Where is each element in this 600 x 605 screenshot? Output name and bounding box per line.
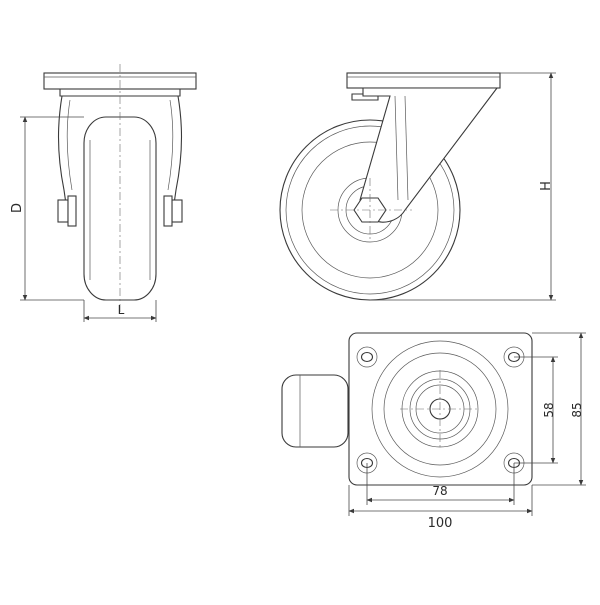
dimension-85-label: 85 — [570, 402, 584, 417]
front-view — [43, 64, 197, 312]
dimension-l: L — [83, 300, 157, 322]
dimension-78: 78 — [366, 463, 515, 505]
side-view — [279, 72, 501, 301]
dimension-85: 85 — [532, 332, 586, 486]
dimension-78-label: 78 — [432, 484, 447, 498]
top-view — [281, 332, 533, 486]
dimension-58-label: 58 — [542, 402, 556, 417]
dimension-100-label: 100 — [428, 516, 453, 531]
dimension-h-label: H — [539, 181, 554, 191]
dimension-100: 100 — [348, 485, 533, 531]
dimension-h: H — [370, 72, 556, 301]
dimension-d-label: D — [10, 203, 25, 213]
dimension-58: 58 — [514, 356, 558, 464]
dimension-l-label: L — [118, 303, 125, 317]
dimension-d: D — [10, 116, 84, 301]
